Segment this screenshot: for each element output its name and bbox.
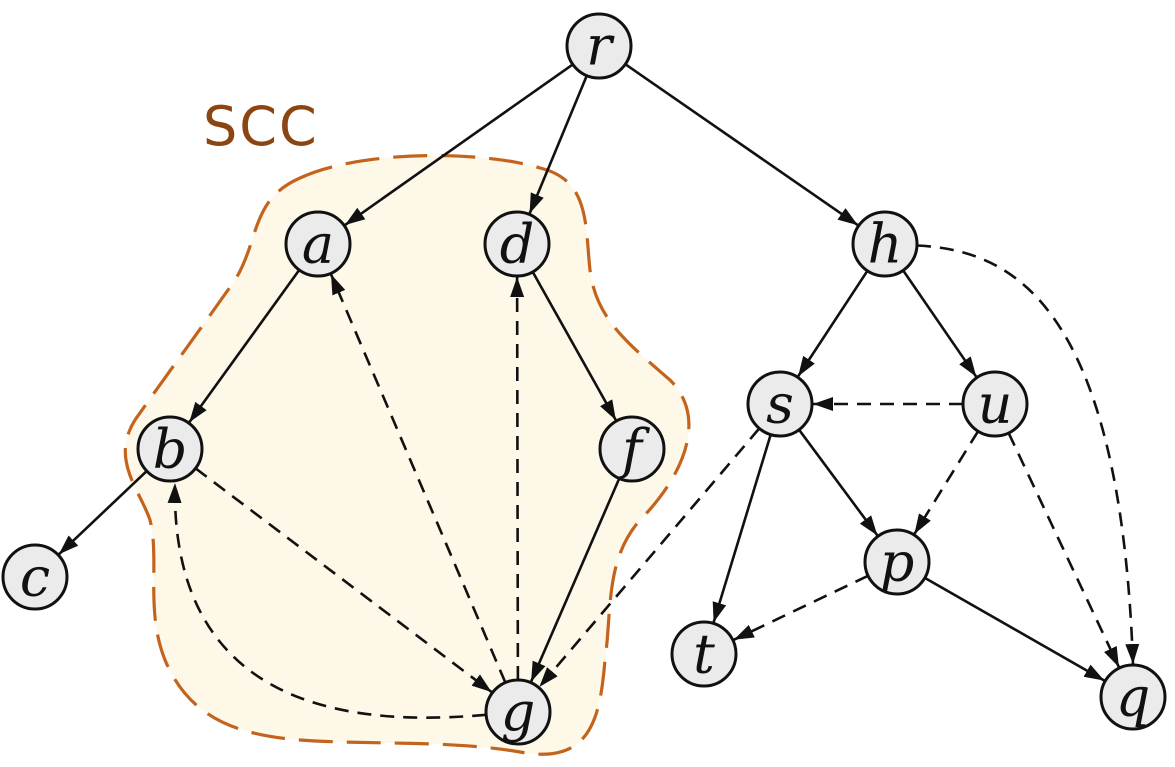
edge-h-q xyxy=(916,244,1140,665)
node-t: t xyxy=(670,620,738,688)
edges-layer xyxy=(58,63,1140,719)
node-a: a xyxy=(284,210,352,278)
edge-h-s xyxy=(797,270,869,378)
node-circle-c xyxy=(1,543,69,611)
scc-region-label: SCC xyxy=(203,95,319,158)
nodes-layer: r a d h b f s u c p t g q xyxy=(1,12,1167,746)
edge-u-p xyxy=(913,430,980,535)
node-label-d: d xyxy=(500,213,535,276)
node-circle-q xyxy=(1099,663,1167,731)
node-label-p: p xyxy=(880,531,915,594)
edge-s-t xyxy=(712,434,772,623)
edge-h-u xyxy=(902,269,978,378)
node-q: q xyxy=(1099,663,1167,731)
node-circle-b xyxy=(136,415,204,483)
edge-g-d xyxy=(510,276,525,681)
node-circle-t xyxy=(670,620,738,688)
edge-f-g xyxy=(529,477,621,683)
node-p: p xyxy=(863,528,931,596)
edge-r-d xyxy=(528,75,589,214)
node-u: u xyxy=(961,370,1029,438)
edge-r-h xyxy=(624,63,859,227)
node-label-q: q xyxy=(1116,666,1151,729)
node-label-h: h xyxy=(868,213,903,276)
edge-b-c xyxy=(58,470,148,556)
node-b: b xyxy=(136,415,204,483)
edge-g-b xyxy=(167,482,487,719)
node-circle-h xyxy=(851,210,919,278)
node-label-r: r xyxy=(586,15,615,78)
node-label-g: g xyxy=(501,681,536,744)
node-label-a: a xyxy=(302,213,334,276)
edge-s-p xyxy=(797,428,879,537)
edge-s-g xyxy=(538,427,761,688)
node-label-c: c xyxy=(20,546,50,609)
node-h: h xyxy=(851,210,919,278)
edge-a-b xyxy=(188,269,301,423)
edge-d-f xyxy=(531,271,618,421)
node-s: s xyxy=(746,370,814,438)
node-circle-u xyxy=(961,370,1029,438)
edge-b-g xyxy=(194,467,493,694)
node-label-t: t xyxy=(693,623,715,686)
node-circle-d xyxy=(483,210,551,278)
node-circle-p xyxy=(863,528,931,596)
edge-p-q xyxy=(924,576,1106,682)
edge-g-a xyxy=(329,273,507,684)
node-label-b: b xyxy=(153,418,188,481)
node-circle-r xyxy=(565,12,633,80)
node-label-s: s xyxy=(766,373,794,436)
node-f: f xyxy=(598,415,666,483)
node-circle-f xyxy=(598,415,666,483)
node-circle-s xyxy=(746,370,814,438)
edge-r-a xyxy=(344,63,574,227)
node-d: d xyxy=(483,210,551,278)
node-r: r xyxy=(565,12,633,80)
edge-u-q xyxy=(1007,432,1121,668)
node-label-u: u xyxy=(978,373,1013,436)
edge-p-t xyxy=(733,574,869,641)
scc-region xyxy=(123,153,691,756)
node-circle-a xyxy=(284,210,352,278)
node-circle-g xyxy=(484,678,552,746)
node-c: c xyxy=(1,543,69,611)
node-g: g xyxy=(484,678,552,746)
